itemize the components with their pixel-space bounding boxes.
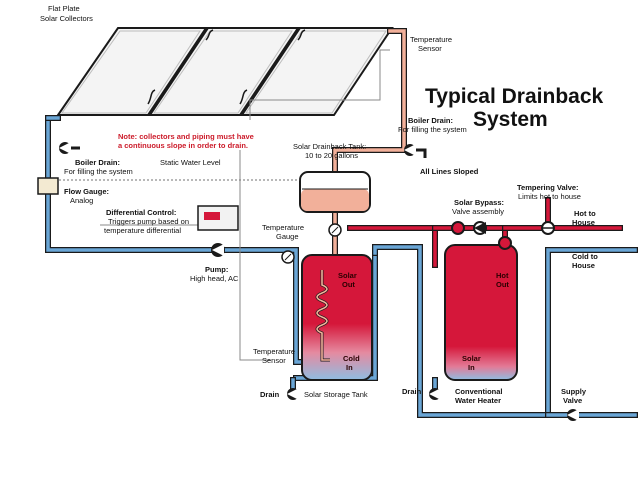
- labels: Flat Plate Solar Collectors Temperature …: [40, 4, 604, 405]
- boiler-drain-right-2: For filling the system: [398, 125, 467, 134]
- hot-out-label-2: Out: [496, 280, 509, 289]
- boiler-drain-left-1: Boiler Drain:: [75, 158, 120, 167]
- water-heater-label-1: Conventional: [455, 387, 503, 396]
- pump[interactable]: [211, 243, 225, 257]
- solar-out-label-2: Out: [342, 280, 355, 289]
- drain-valve-heater[interactable]: [429, 388, 441, 400]
- temp-sensor-bottom-1: Temperature: [253, 347, 295, 356]
- water-heater: [444, 244, 518, 381]
- solar-collectors: [56, 27, 394, 116]
- static-water-label: Static Water Level: [160, 158, 221, 167]
- temp-gauge-label-2: Gauge: [276, 232, 299, 241]
- temp-sensor-top-1: Temperature: [410, 35, 452, 44]
- drain-left-label: Drain: [260, 390, 280, 399]
- all-lines-label: All Lines Sloped: [420, 167, 479, 176]
- supply-valve-label-2: Valve: [563, 396, 582, 405]
- bypass-valve-left[interactable]: [451, 221, 465, 235]
- solar-bypass-label-2: Valve assembly: [452, 207, 504, 216]
- note-line-2: a continuous slope in order to drain.: [118, 141, 248, 150]
- drainback-tank: [299, 171, 371, 213]
- boiler-drain-left-2: For filling the system: [64, 167, 133, 176]
- hot-to-house-1: Hot to: [574, 209, 596, 218]
- supply-valve-label-1: Supply: [561, 387, 587, 396]
- pump-label-1: Pump:: [205, 265, 228, 274]
- drainback-tank-label-2: 10 to 20 gallons: [305, 151, 358, 160]
- hot-to-house-2: House: [572, 218, 595, 227]
- solar-in-label-1: Solar: [462, 354, 481, 363]
- hot-out-label-1: Hot: [496, 271, 509, 280]
- sensor-wiring: [100, 49, 390, 361]
- drain-valve-storage[interactable]: [287, 388, 299, 400]
- title-line-2: System: [473, 108, 548, 131]
- flow-gauge: [37, 177, 59, 195]
- temperature-gauge: [281, 250, 295, 264]
- flow-gauge-label-1: Flow Gauge:: [64, 187, 109, 196]
- differential-control[interactable]: [197, 205, 239, 231]
- solar-in-label-2: In: [468, 363, 475, 372]
- water-heater-label-2: Water Heater: [455, 396, 501, 405]
- bypass-valve-right[interactable]: [498, 236, 512, 250]
- collectors-label-1: Flat Plate: [48, 4, 80, 13]
- tempering-valve-label-1: Tempering Valve:: [517, 183, 579, 192]
- solar-storage-label: Solar Storage Tank: [304, 390, 368, 399]
- boiler-drain-right-1: Boiler Drain:: [408, 116, 453, 125]
- collectors-label-2: Solar Collectors: [40, 14, 93, 23]
- temp-sensor-top-2: Sensor: [418, 44, 442, 53]
- diff-control-label-1: Differential Control:: [106, 208, 176, 217]
- cold-in-label-1: Cold: [343, 354, 360, 363]
- boiler-drain-valve-right[interactable]: [404, 144, 427, 158]
- cold-in-label-2: In: [346, 363, 353, 372]
- cold-to-house-2: House: [572, 261, 595, 270]
- temp-sensor-bottom-2: Sensor: [262, 356, 286, 365]
- flow-gauge-label-2: Analog: [70, 196, 93, 205]
- drain-right-label: Drain: [402, 387, 422, 396]
- tempering-valve-label-2: Limits hot to house: [518, 192, 581, 201]
- solar-bypass-label-1: Solar Bypass:: [454, 198, 504, 207]
- drainback-tank-label-1: Solar Drainback Tank:: [293, 142, 366, 151]
- collector-panel-2: [148, 27, 300, 116]
- supply-valve[interactable]: [567, 409, 579, 421]
- cold-to-house-1: Cold to: [572, 252, 598, 261]
- collector-panel-1: [56, 27, 208, 116]
- valves: [37, 142, 579, 421]
- boiler-drain-valve-left[interactable]: [59, 142, 80, 154]
- temp-gauge-label-1: Temperature: [262, 223, 304, 232]
- note-line-1: Note: collectors and piping must have: [118, 132, 254, 141]
- title-line-1: Typical Drainback: [425, 85, 604, 108]
- diff-control-label-3: temperature differential: [104, 226, 181, 235]
- pump-label-2: High head, AC: [190, 274, 239, 283]
- diff-control-label-2: Triggers pump based on: [108, 217, 189, 226]
- solar-out-label-1: Solar: [338, 271, 357, 280]
- solar-storage-tank: [301, 254, 373, 381]
